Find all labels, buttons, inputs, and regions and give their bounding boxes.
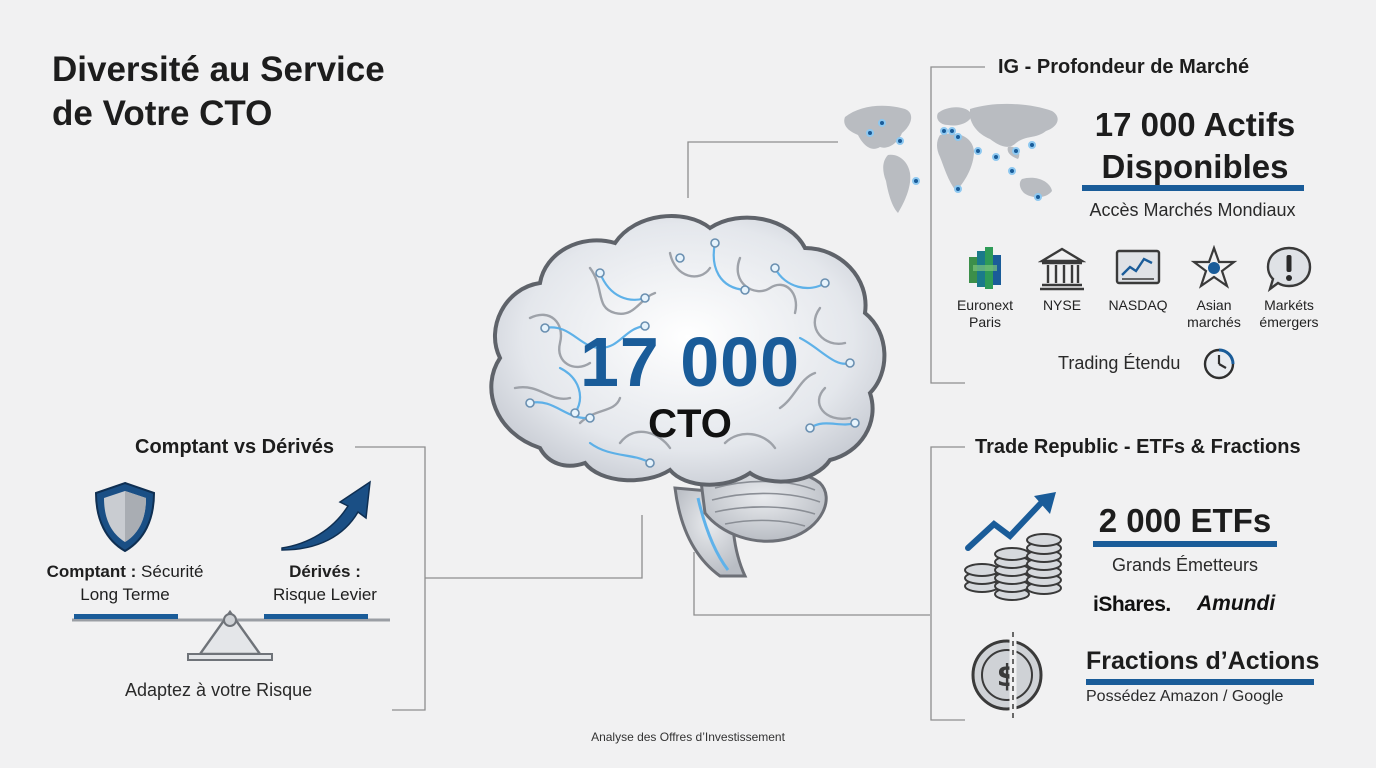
alert-bubble-icon [1266, 246, 1312, 293]
footer-text: Analyse des Offres d’Investissement [591, 730, 785, 744]
fractions-underline [1086, 679, 1314, 685]
market-nasdaq: NASDAQ [1103, 245, 1173, 314]
fractions-sub: Possédez Amazon / Google [1086, 688, 1284, 705]
center-label: CTO [648, 402, 732, 446]
market-asian-line-1: Asian [1196, 297, 1232, 313]
balance-scale-icon [72, 609, 390, 661]
chart-screen-icon [1115, 249, 1161, 285]
market-nyse-label: NYSE [1042, 297, 1082, 313]
ig-stat: 17 000 Actifs Disponibles [1070, 104, 1320, 188]
split-coin-icon: $ [971, 632, 1043, 718]
title-line-1: Diversité au Service [52, 50, 385, 89]
tr-heading: Trade Republic - ETFs & Fractions [975, 436, 1301, 458]
comptant-line-1: Comptant : Sécurité [40, 560, 210, 583]
bank-building-icon [1038, 247, 1086, 291]
market-emerging-line-2: émergers [1259, 314, 1319, 330]
comptant-caption: Comptant : Sécurité Long Terme [40, 560, 210, 606]
market-emerging-line-1: Markéts [1264, 297, 1314, 313]
world-map-icon [844, 103, 1058, 213]
market-euronext-line-2: Paris [969, 314, 1001, 330]
ig-heading: IG - Profondeur de Marché [998, 56, 1250, 78]
comptant-bold: Comptant : [46, 562, 137, 581]
ishares-logo: iShares. [1093, 593, 1171, 616]
market-emerging: Markéts émergers [1254, 245, 1324, 331]
clock-icon [1203, 348, 1235, 380]
shield-icon [94, 481, 156, 553]
coins-growth-icon [964, 492, 1062, 601]
arrow-up-icon [281, 480, 371, 551]
center-number: 17 000 [579, 323, 801, 401]
adapt-risk: Adaptez à votre Risque [125, 680, 313, 700]
brain-illustration [489, 214, 887, 578]
left-heading: Comptant vs Dérivés [135, 436, 334, 458]
derives-line-2: Risque Levier [273, 585, 377, 604]
star-badge-icon [1190, 245, 1238, 289]
ig-stat-line-2: Disponibles [1101, 148, 1289, 185]
market-euronext: Euronext Paris [950, 245, 1020, 331]
ig-stat-underline [1082, 185, 1304, 191]
tr-etf-sub: Grands Émetteurs [1111, 555, 1259, 575]
page-title: Diversité au Service de Votre CTO [52, 48, 385, 136]
title-line-2: de Votre CTO [52, 94, 273, 133]
market-asian: Asian marchés [1179, 245, 1249, 331]
trading-extended: Trading Étendu [1058, 353, 1181, 373]
derives-bold: Dérivés : [289, 562, 361, 581]
euronext-logo-icon [969, 247, 1001, 289]
derives-caption: Dérivés : Risque Levier [255, 560, 395, 606]
market-euronext-line-1: Euronext [956, 297, 1014, 313]
amundi-logo: Amundi [1197, 592, 1276, 615]
market-nasdaq-label: NASDAQ [1108, 297, 1168, 313]
ig-subtitle: Accès Marchés Mondiaux [1089, 200, 1296, 220]
fractions-heading: Fractions d’Actions [1086, 647, 1320, 675]
comptant-line-2: Long Terme [80, 585, 170, 604]
comptant-rest: Sécurité [136, 562, 204, 581]
tr-etf-stat: 2 000 ETFs [1098, 502, 1272, 539]
ig-stat-line-1: 17 000 Actifs [1094, 106, 1296, 143]
market-asian-line-2: marchés [1187, 314, 1241, 330]
market-nyse: NYSE [1027, 245, 1097, 314]
tr-etf-underline [1093, 541, 1277, 547]
